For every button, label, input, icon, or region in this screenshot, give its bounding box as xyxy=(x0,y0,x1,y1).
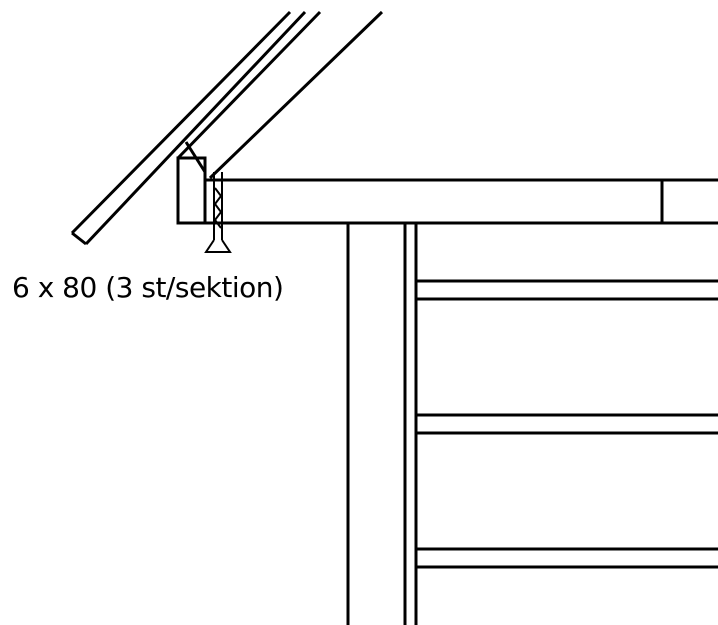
screw-icon xyxy=(204,172,232,253)
top-beam xyxy=(178,178,718,225)
vertical-post xyxy=(346,223,418,625)
screw-spec-label: 6 x 80 (3 st/sektion) xyxy=(12,271,284,304)
sloped-roof-board xyxy=(70,10,384,246)
wall-slat xyxy=(416,279,718,569)
